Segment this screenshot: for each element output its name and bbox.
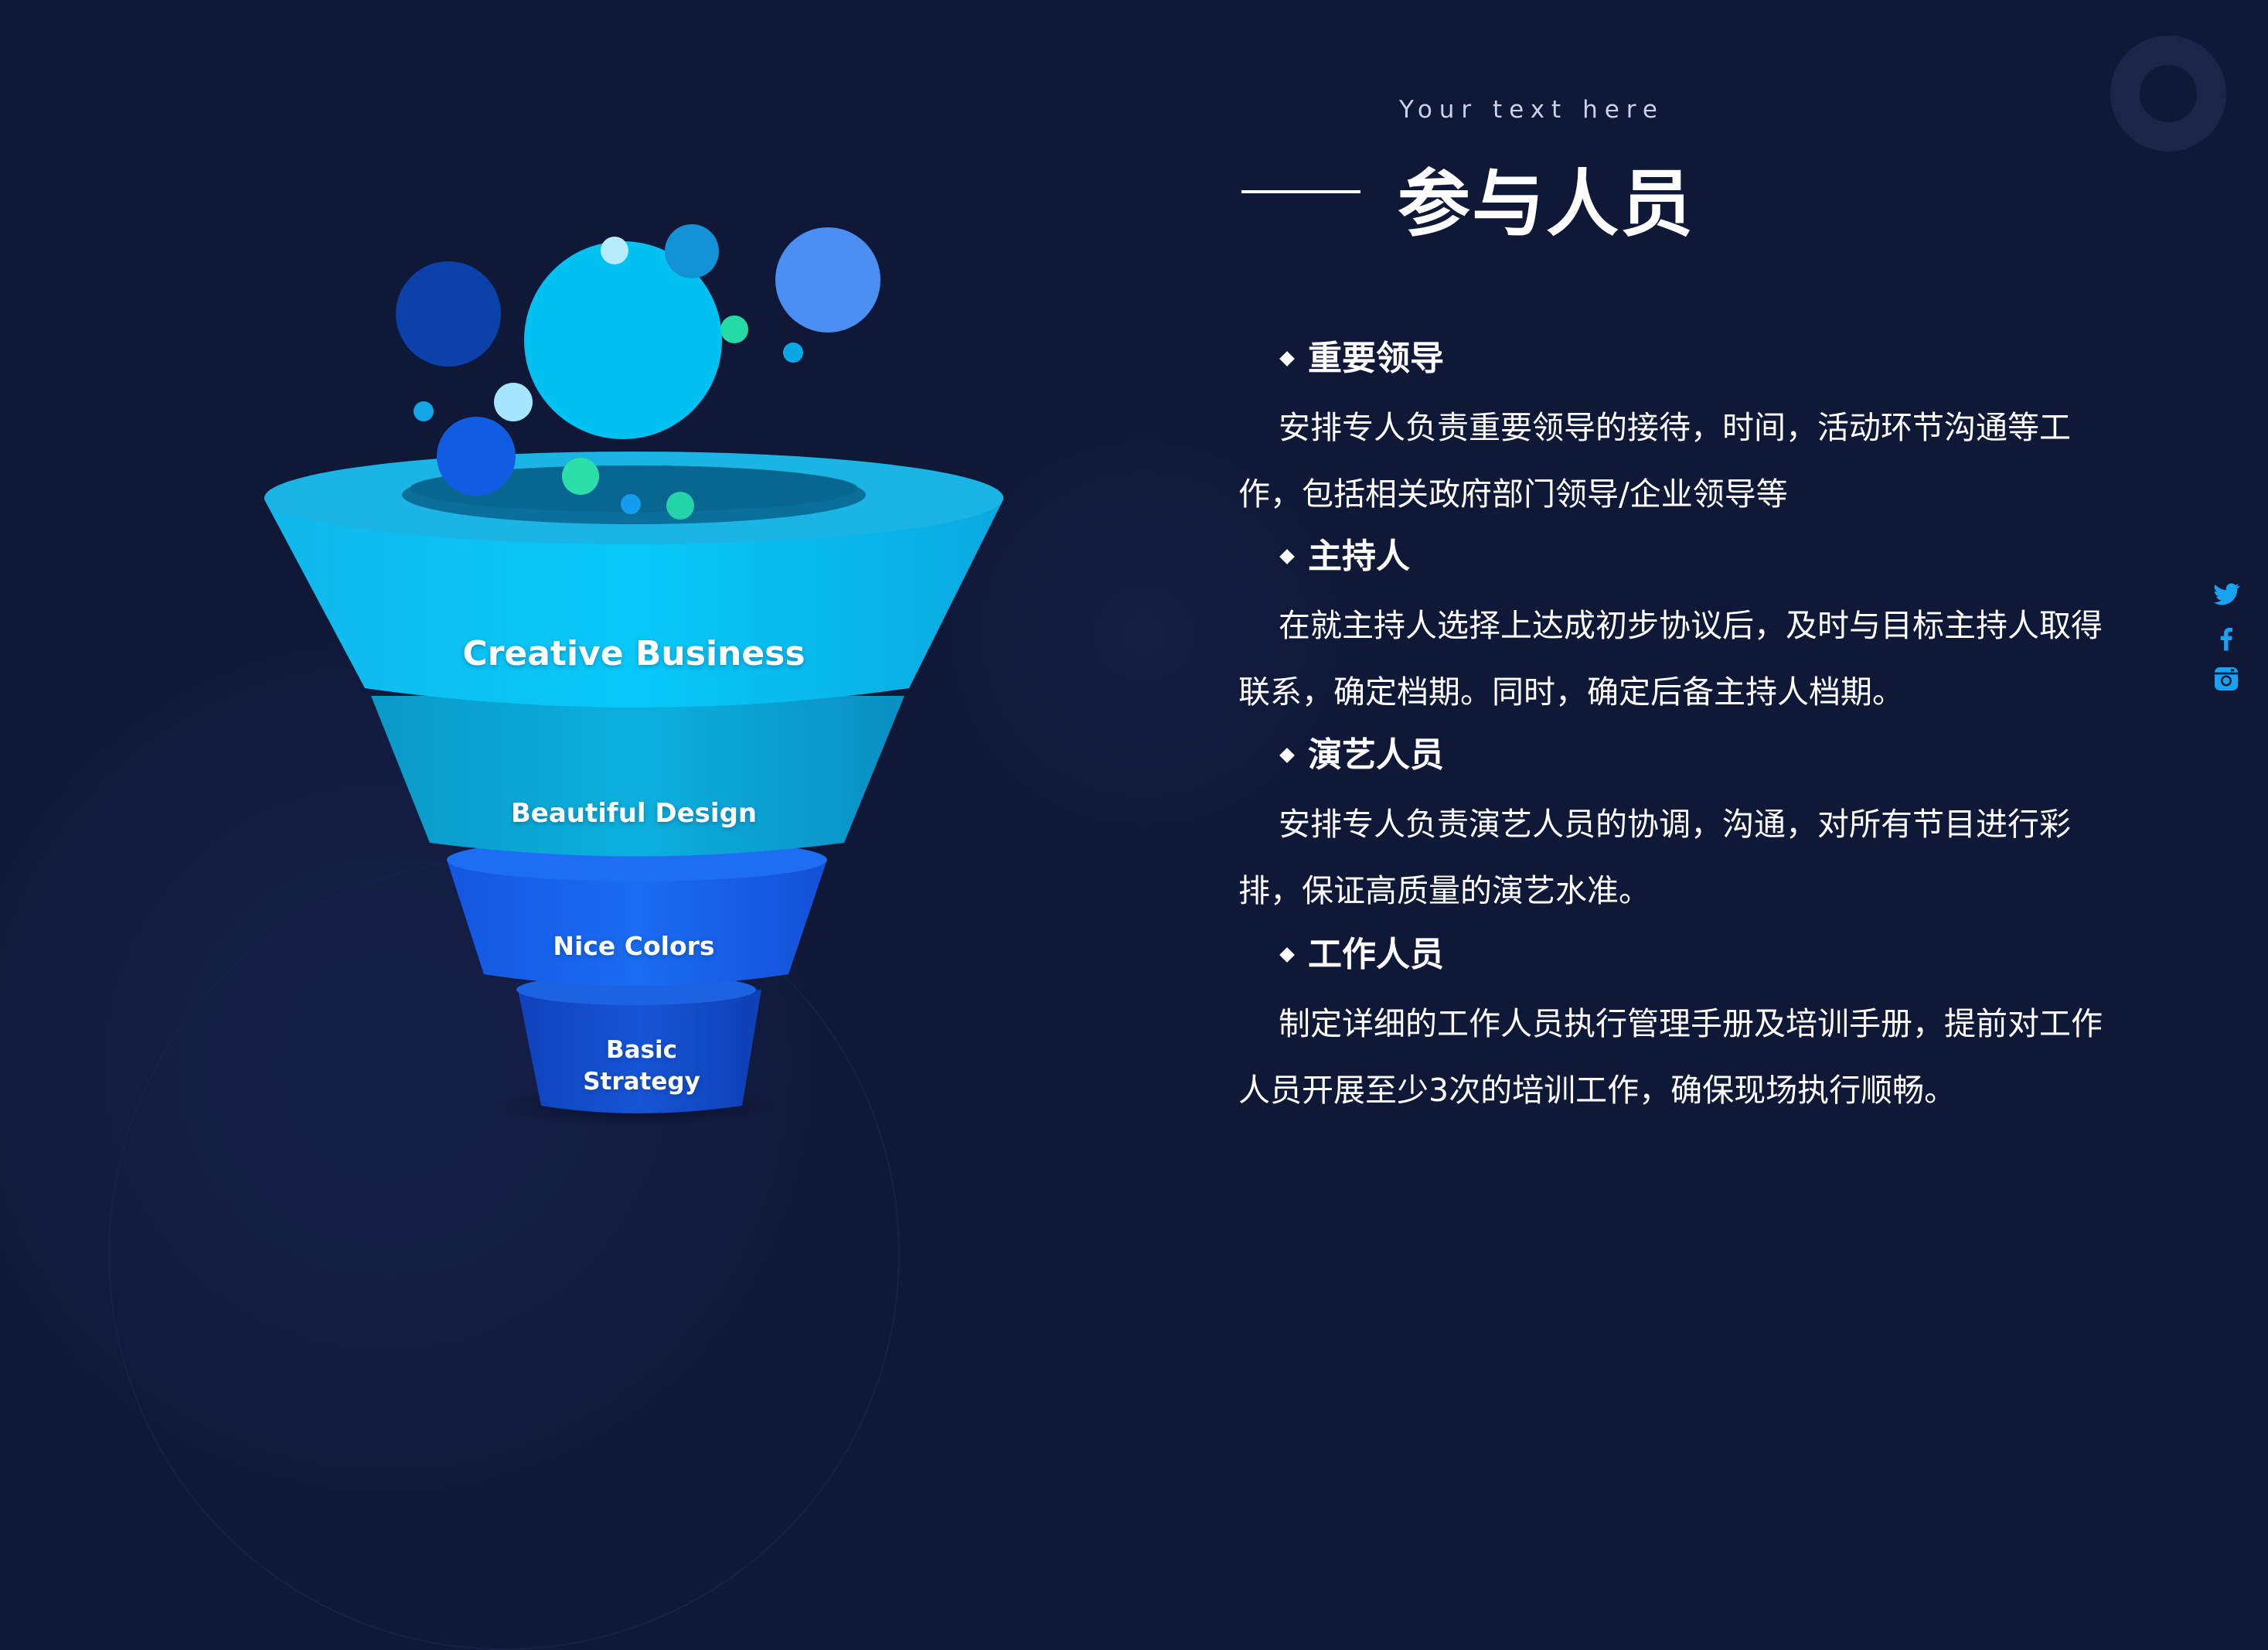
bubble: [437, 417, 516, 496]
funnel-tier-label: Beautiful Design: [510, 798, 758, 829]
section-heading-text: 演艺人员: [1308, 735, 1444, 775]
subtitle: Your text here: [1399, 96, 1664, 124]
section-staff: 工作人员 制定详细的工作人员执行管理手册及培训手册，提前对工作人员开展至少3次的…: [1238, 932, 2120, 1123]
bubble: [494, 383, 533, 421]
funnel-illustration: [264, 452, 1003, 1126]
section-heading: 主持人: [1238, 534, 2120, 580]
section-heading: 演艺人员: [1238, 732, 2120, 779]
diamond-bullet-icon: [1279, 748, 1295, 763]
diamond-bullet-icon: [1279, 549, 1295, 564]
section-performers: 演艺人员 安排专人负责演艺人员的协调，沟通，对所有节目进行彩排，保证高质量的演艺…: [1238, 732, 2120, 924]
page-title: 参与人员: [1398, 162, 1695, 247]
section-body: 在就主持人选择上达成初步协议后，及时与目标主持人取得联系，确定档期。同时，确定后…: [1238, 607, 2103, 711]
title-divider: [1241, 190, 1360, 193]
section-host: 主持人 在就主持人选择上达成初步协议后，及时与目标主持人取得联系，确定档期。同时…: [1238, 534, 2120, 725]
section-heading-text: 主持人: [1308, 537, 1410, 576]
bubbles: [396, 224, 880, 520]
bubble: [666, 492, 694, 520]
section-body: 安排专人负责演艺人员的协调，沟通，对所有节目进行彩排，保证高质量的演艺水准。: [1238, 806, 2071, 909]
funnel-tier-label-line: Basic: [605, 1036, 677, 1064]
facebook-icon[interactable]: [2211, 622, 2242, 653]
section-heading-text: 重要领导: [1308, 339, 1444, 378]
section-heading-text: 工作人员: [1308, 935, 1444, 974]
instagram-icon[interactable]: [2211, 663, 2242, 694]
bubble: [524, 241, 722, 439]
section-body: 安排专人负责重要领导的接待，时间，活动环节沟通等工作，包括相关政府部门领导/企业…: [1238, 409, 2071, 513]
diamond-bullet-icon: [1279, 947, 1295, 963]
funnel-graphic: Creative Business Beautiful Design Nice …: [255, 216, 1013, 1129]
bubble: [783, 343, 803, 363]
bubble: [665, 224, 719, 278]
funnel-tier-label: Nice Colors: [553, 931, 715, 961]
funnel-tier-label: Basic Strategy: [564, 1035, 719, 1098]
diamond-bullet-icon: [1279, 351, 1295, 366]
funnel-tier-label: Creative Business: [462, 634, 805, 673]
funnel-tier-label-line: Strategy: [583, 1068, 700, 1096]
bubble: [414, 401, 434, 421]
bubble: [601, 237, 628, 264]
bubble: [562, 458, 599, 495]
section-body: 制定详细的工作人员执行管理手册及培训手册，提前对工作人员开展至少3次的培训工作，…: [1238, 1005, 2103, 1109]
section-heading: 工作人员: [1238, 932, 2120, 978]
twitter-icon[interactable]: [2211, 578, 2242, 609]
decorative-ring: [2110, 36, 2226, 152]
section-important-leaders: 重要领导 安排专人负责重要领导的接待，时间，活动环节沟通等工作，包括相关政府部门…: [1238, 336, 2120, 527]
section-heading: 重要领导: [1238, 336, 2120, 382]
bubble: [720, 315, 748, 343]
bubble: [775, 227, 880, 332]
bubble: [621, 494, 641, 514]
bubble: [396, 261, 501, 366]
